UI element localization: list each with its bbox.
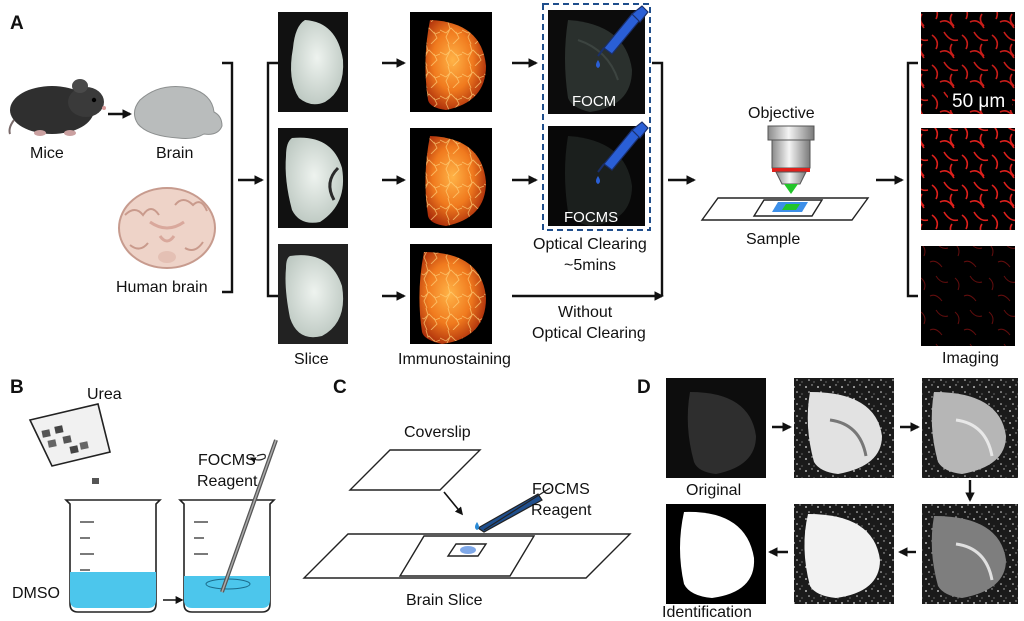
reagent-label-b-1: FOCMS: [198, 452, 256, 469]
sample-slide-icon: [700, 197, 870, 221]
reagent-label-c-1: FOCMS: [532, 481, 590, 498]
coverslip-label: Coverslip: [404, 424, 471, 441]
identification-image: [666, 504, 766, 604]
original-label: Original: [686, 482, 741, 499]
panel-c-label: C: [333, 377, 347, 398]
slice-image-1: [278, 12, 348, 112]
without-label: Without: [558, 304, 613, 321]
original-image: [666, 378, 766, 478]
slice-label: Slice: [294, 351, 329, 368]
left-bracket: [222, 61, 234, 294]
immunostaining-image-1: [410, 12, 492, 112]
dmso-label: DMSO: [12, 585, 60, 602]
without-optical-clearing-label: Optical Clearing: [532, 325, 646, 342]
panel-d-label: D: [637, 377, 651, 398]
reagent-pipette-c-icon: [475, 487, 551, 533]
stir-rod-icon: [220, 439, 278, 593]
immunostaining-image-2: [410, 128, 492, 228]
scale-bar-backdrop: [948, 88, 1012, 110]
imaging-result-3: [921, 246, 1015, 346]
reagent-label-b-2: Reagent: [197, 473, 258, 490]
human-brain-icon: [118, 187, 216, 269]
processed-image-2: [922, 378, 1018, 478]
optical-clearing-time-label: ~5mins: [564, 257, 616, 274]
brain-label: Brain: [156, 145, 193, 162]
processed-image-3: [922, 504, 1018, 604]
objective-icon: [767, 125, 815, 194]
brain-slice-label: Brain Slice: [406, 592, 483, 609]
immunostaining-label: Immunostaining: [398, 351, 511, 368]
focms-label: FOCMS: [564, 209, 618, 226]
imaging-bracket: [906, 61, 918, 298]
arrow-coverslip-down: [443, 491, 464, 516]
urea-label: Urea: [87, 386, 122, 403]
beaker-reagent: [178, 499, 276, 613]
glass-slide-icon: [302, 533, 632, 579]
focm-label: FOCM: [572, 93, 616, 110]
coverslip-icon: [348, 449, 482, 491]
objective-label: Objective: [748, 105, 815, 122]
mouse-brain-icon: [134, 86, 223, 139]
slice-image-2: [278, 128, 348, 228]
collect-bracket: [652, 61, 664, 296]
beaker-dmso: [64, 499, 162, 613]
human-brain-label: Human brain: [116, 279, 208, 296]
panel-a-label: A: [10, 13, 24, 34]
urea-container-icon: [28, 403, 111, 484]
mouse-illustration: [8, 79, 106, 136]
imaging-result-2: [921, 128, 1015, 230]
reagent-label-c-2: Reagent: [531, 502, 592, 519]
sample-label: Sample: [746, 231, 800, 248]
identification-label: Identification: [662, 604, 752, 621]
processed-image-1: [794, 378, 894, 478]
slice-branch-bracket: [266, 61, 278, 298]
focms-pipette-icon: [596, 121, 649, 184]
slice-image-3: [278, 244, 348, 344]
focm-pipette-icon: [596, 5, 649, 68]
immunostaining-image-3: [410, 244, 492, 344]
mice-label: Mice: [30, 145, 64, 162]
processed-image-4: [794, 504, 894, 604]
panel-b-label: B: [10, 377, 24, 398]
scale-label: 50 μm: [952, 91, 1005, 112]
optical-clearing-box: [542, 3, 651, 231]
imaging-label: Imaging: [942, 350, 999, 367]
optical-clearing-label: Optical Clearing: [533, 236, 647, 253]
